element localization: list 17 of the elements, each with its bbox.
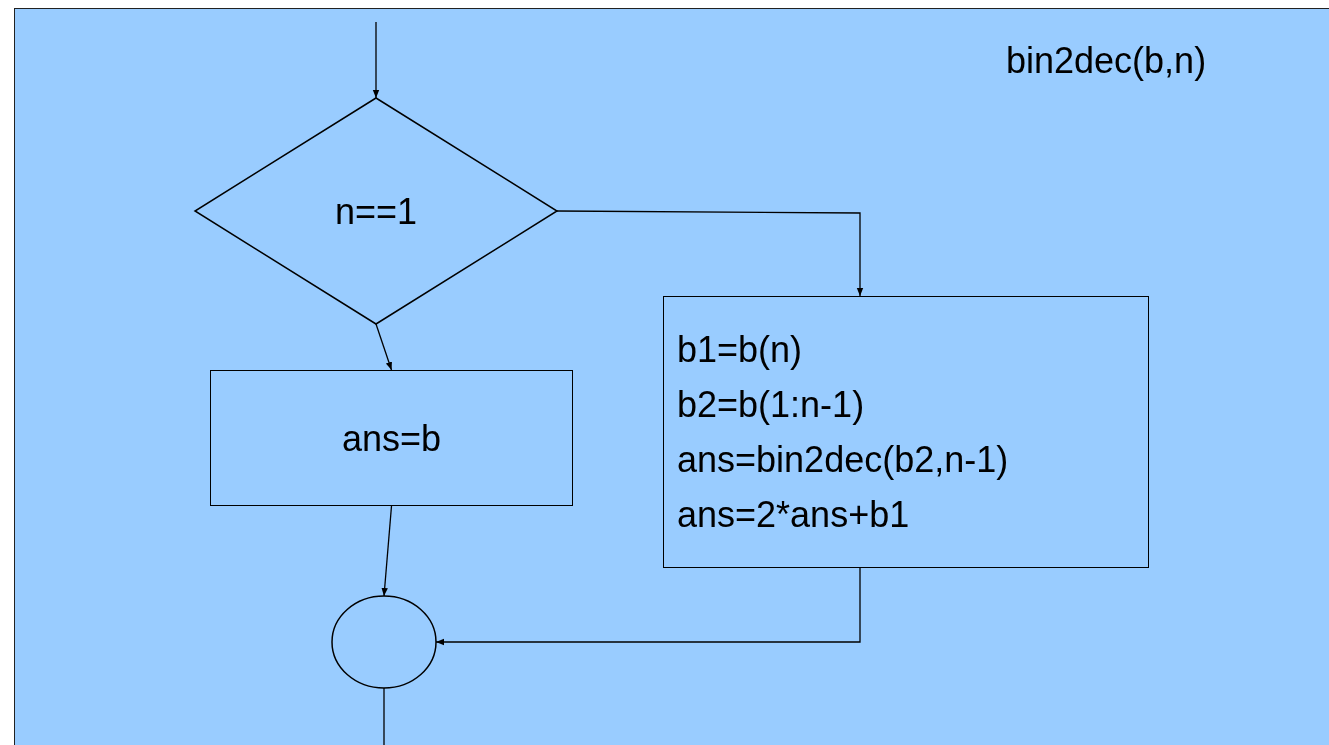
arrow	[375, 323, 393, 371]
process-box	[210, 370, 573, 506]
decision-diamond	[195, 98, 557, 324]
function-title: bin2dec(b,n)	[1006, 40, 1207, 82]
connector-circle	[332, 596, 436, 688]
statement-text: b1=b(n)	[677, 328, 803, 372]
statement-text: b2=b(1:n-1)	[677, 383, 865, 427]
arrow	[435, 567, 861, 646]
connector-line	[383, 687, 385, 745]
arrow	[556, 210, 864, 297]
statement-text: ans=bin2dec(b2,n-1)	[677, 438, 1009, 482]
statement-text: ans=b	[341, 416, 442, 461]
arrow	[372, 21, 380, 99]
process-box	[663, 296, 1149, 568]
arrow	[381, 505, 393, 597]
statement-text: ans=2*ans+b1	[677, 493, 910, 537]
statement-text: n==1	[334, 189, 418, 234]
